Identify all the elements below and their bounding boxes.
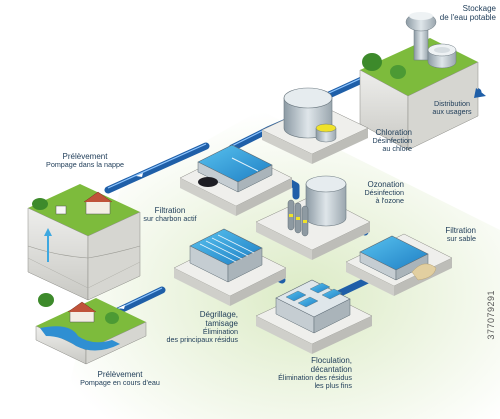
screening-station bbox=[173, 228, 287, 306]
chloration-station bbox=[261, 87, 369, 164]
groundwater-label: Prélèvement Pompage dans la nappe bbox=[46, 152, 124, 169]
river bbox=[40, 326, 120, 351]
carbon-filter-station bbox=[179, 144, 293, 216]
screen-grids bbox=[199, 234, 255, 263]
carbon-filter-label: Filtration sur charbon actif bbox=[143, 206, 197, 223]
background-tint bbox=[60, 110, 500, 419]
screening-label: Dégrillage, tamisage Élimination des pri… bbox=[166, 310, 238, 345]
sand-filter-station bbox=[345, 233, 453, 296]
distribution-label: Distribution aux usagers bbox=[432, 99, 472, 117]
watermark-id: 377079291 bbox=[486, 290, 496, 340]
flow-arrow bbox=[118, 305, 125, 309]
river-station bbox=[35, 293, 147, 365]
groundwater-station bbox=[27, 184, 141, 301]
chloration-label: Chloration Désinfection au chlore bbox=[372, 128, 412, 154]
ozonation-label: Ozonation Désinfection à l'ozone bbox=[364, 180, 404, 206]
storage-label: Stockage de l'eau potable bbox=[439, 4, 496, 22]
flocculation-station bbox=[255, 279, 373, 354]
sand-filter-label: Filtration sur sable bbox=[445, 226, 476, 243]
ozonation-station bbox=[255, 175, 371, 260]
groundwater-up-arrow bbox=[44, 228, 52, 236]
distribution-arrow bbox=[474, 88, 486, 98]
river-label: Prélèvement Pompage en cours d'eau bbox=[80, 370, 160, 387]
storage-station bbox=[359, 12, 479, 151]
pipe-groundwater-to-carbon bbox=[104, 142, 210, 194]
flocculation-label: Floculation, décantation Élimination des… bbox=[278, 356, 352, 391]
flow-arrow bbox=[136, 173, 143, 177]
